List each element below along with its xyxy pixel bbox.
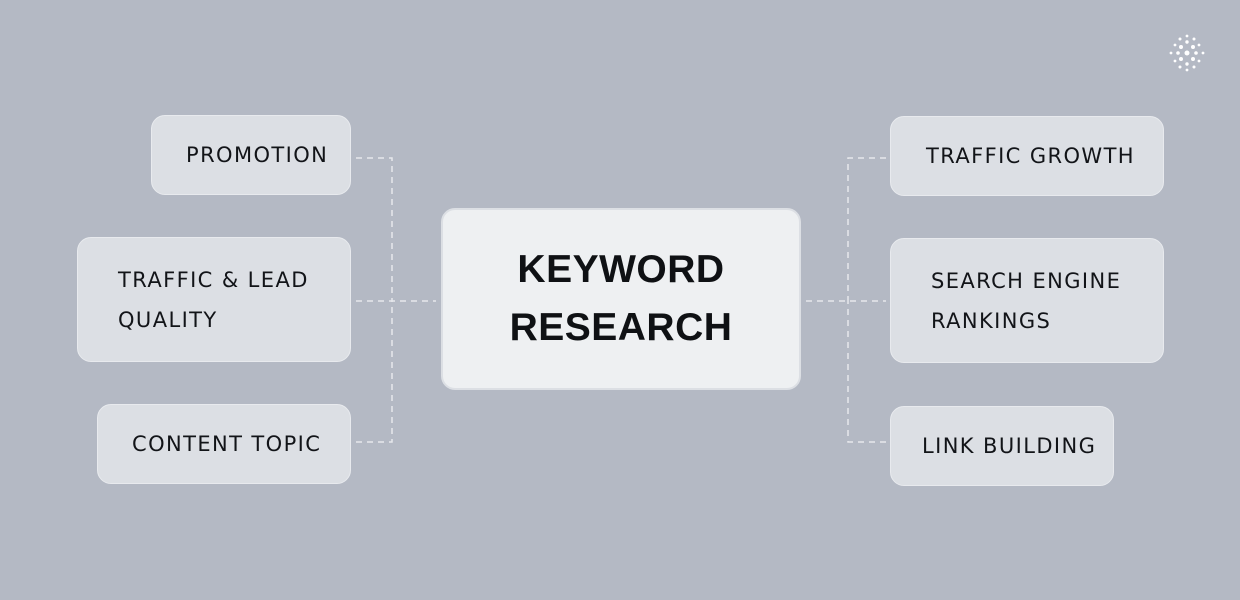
node-promotion-label: PROMOTION: [186, 143, 329, 167]
central-topic-box: KEYWORD RESEARCH: [441, 208, 801, 390]
node-promotion: PROMOTION: [151, 115, 351, 195]
node-traffic-growth-label: TRAFFIC GROWTH: [926, 144, 1135, 168]
node-traffic-growth: TRAFFIC GROWTH: [890, 116, 1164, 196]
node-content-topic: CONTENT TOPIC: [97, 404, 351, 484]
node-search-engine-rankings: SEARCH ENGINE RANKINGS: [890, 238, 1164, 363]
connector-traffic-growth: [847, 157, 886, 301]
dotted-sphere-logo-icon: [1169, 34, 1205, 72]
node-link-building-label: LINK BUILDING: [922, 434, 1097, 458]
connector-content-topic: [356, 301, 393, 443]
node-content-topic-label: CONTENT TOPIC: [132, 432, 322, 456]
central-topic-label: KEYWORD RESEARCH: [509, 248, 733, 349]
connector-promotion: [356, 157, 393, 301]
node-traffic-lead-quality: TRAFFIC & LEAD QUALITY: [77, 237, 351, 362]
node-search-engine-rankings-label: SEARCH ENGINE RANKINGS: [931, 268, 1122, 333]
node-link-building: LINK BUILDING: [890, 406, 1114, 486]
connector-link-building: [847, 301, 886, 443]
node-traffic-lead-quality-label: TRAFFIC & LEAD QUALITY: [118, 267, 309, 332]
